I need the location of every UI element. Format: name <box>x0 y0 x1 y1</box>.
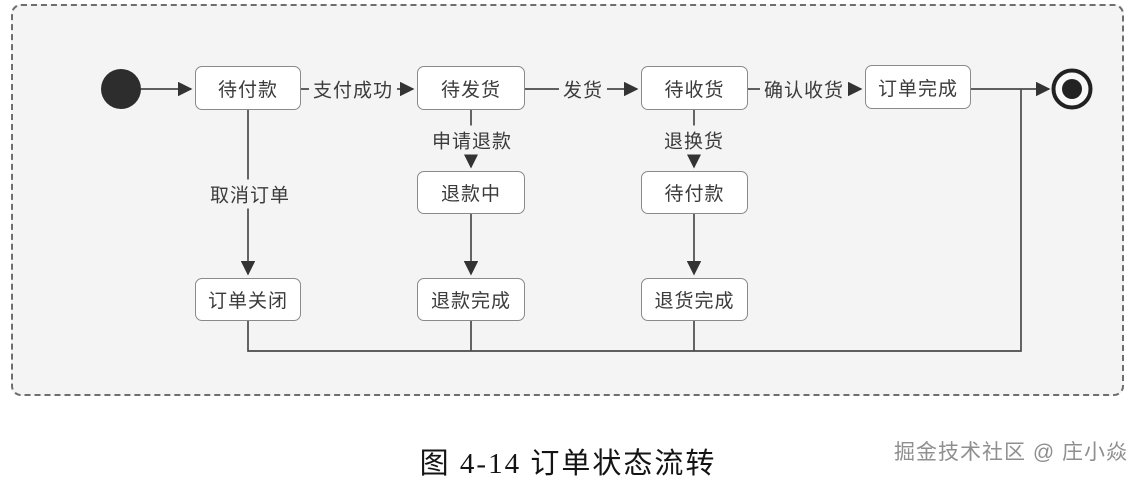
state-refund-complete: 退款完成 <box>417 278 525 321</box>
transition-label-cancel-order: 取消订单 <box>205 179 295 209</box>
transition-label-pay-success: 支付成功 <box>308 74 398 104</box>
state-pending-payment-2: 待付款 <box>641 171 748 214</box>
figure-caption: 图 4-14 订单状态流转 <box>419 448 717 479</box>
watermark-credit: 掘金技术社区 @ 庄小焱 <box>894 441 1128 464</box>
state-refunding: 退款中 <box>417 171 525 214</box>
transition-label-apply-refund: 申请退款 <box>427 125 517 155</box>
final-node-dot-icon <box>1062 79 1082 99</box>
state-pending-shipment: 待发货 <box>417 66 525 110</box>
transition-label-return-exchange: 退换货 <box>659 125 729 155</box>
state-return-complete: 退货完成 <box>641 278 748 321</box>
state-pending-receipt: 待收货 <box>641 66 748 110</box>
edge-bottom-merge-to-end <box>247 89 1022 352</box>
transition-label-confirm-receipt: 确认收货 <box>759 74 849 104</box>
state-pending-payment: 待付款 <box>195 66 301 110</box>
final-node-ring-icon <box>1051 68 1093 110</box>
state-diagram-canvas: 待付款 待发货 待收货 订单完成 退款中 待付款 订单关闭 退款完成 退货完成 … <box>11 4 1124 396</box>
state-order-closed: 订单关闭 <box>195 278 301 321</box>
initial-node-icon <box>101 69 141 109</box>
state-order-complete: 订单完成 <box>865 65 971 109</box>
transition-label-ship: 发货 <box>558 74 608 104</box>
